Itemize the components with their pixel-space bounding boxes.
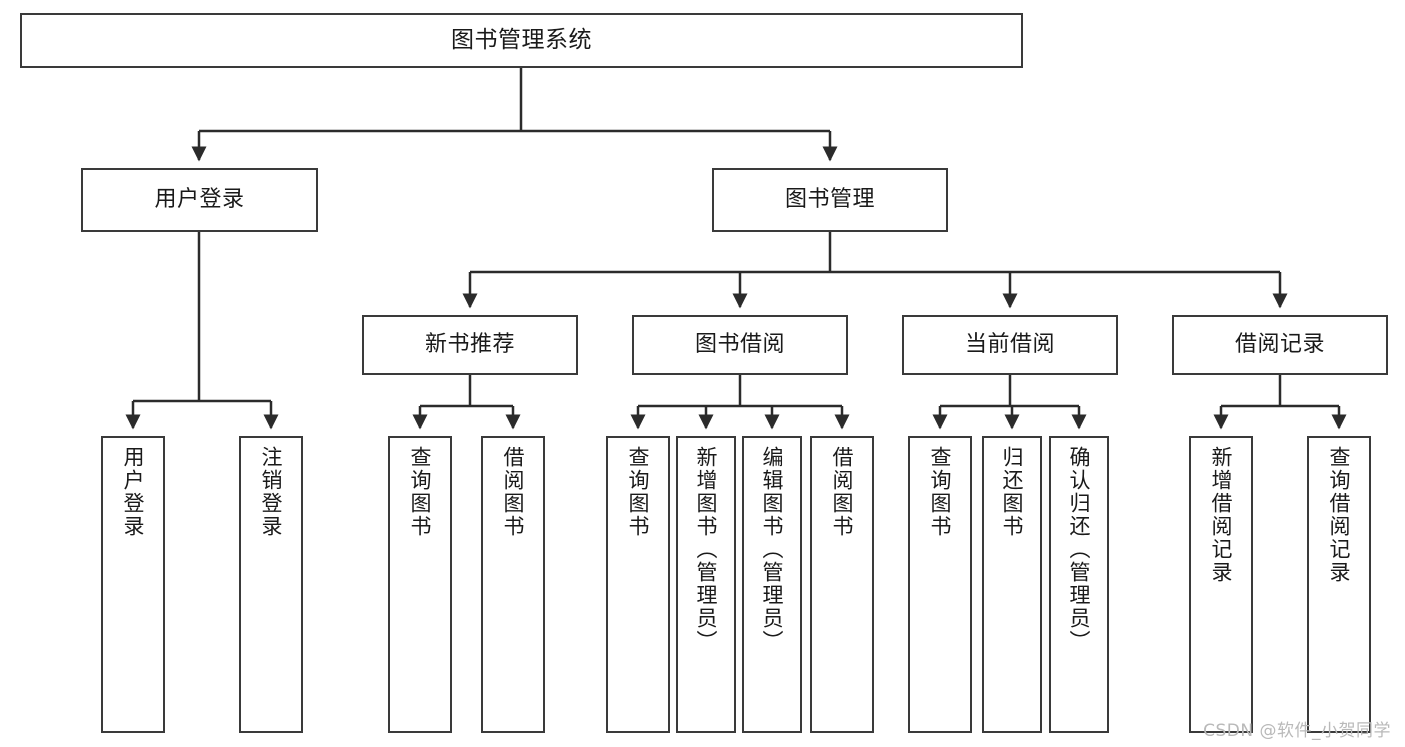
node-borrow-record[interactable]: 借阅记录 xyxy=(1172,315,1388,375)
leaf-add-book-admin-label: 新增图书（管理员） xyxy=(694,446,719,653)
node-root[interactable]: 图书管理系统 xyxy=(20,13,1023,68)
leaf-query-borrow-record-label: 查询借阅记录 xyxy=(1327,446,1352,584)
leaf-logout[interactable]: 注销登录 xyxy=(239,436,303,733)
node-book-manage[interactable]: 图书管理 xyxy=(712,168,948,232)
leaf-confirm-return-admin-label: 确认归还（管理员） xyxy=(1067,446,1092,653)
leaf-query-borrow-record[interactable]: 查询借阅记录 xyxy=(1307,436,1371,733)
leaf-edit-book-admin-label: 编辑图书（管理员） xyxy=(760,446,785,653)
leaf-add-borrow-record[interactable]: 新增借阅记录 xyxy=(1189,436,1253,733)
leaf-user-login[interactable]: 用户登录 xyxy=(101,436,165,733)
node-current-borrow-label: 当前借阅 xyxy=(964,332,1055,358)
leaf-add-book-admin[interactable]: 新增图书（管理员） xyxy=(676,436,736,733)
node-book-manage-label: 图书管理 xyxy=(784,187,875,213)
node-book-borrow-label: 图书借阅 xyxy=(694,332,785,358)
leaf-query-book-current[interactable]: 查询图书 xyxy=(908,436,972,733)
leaf-query-book-borrow[interactable]: 查询图书 xyxy=(606,436,670,733)
leaf-edit-book-admin[interactable]: 编辑图书（管理员） xyxy=(742,436,802,733)
node-user-login[interactable]: 用户登录 xyxy=(81,168,318,232)
leaf-query-book-current-label: 查询图书 xyxy=(928,446,953,538)
leaf-borrow-book-label: 借阅图书 xyxy=(830,446,855,538)
leaf-logout-label: 注销登录 xyxy=(259,446,284,538)
leaf-borrow-book[interactable]: 借阅图书 xyxy=(810,436,874,733)
leaf-query-book-newbook[interactable]: 查询图书 xyxy=(388,436,452,733)
node-root-label: 图书管理系统 xyxy=(451,26,592,53)
node-current-borrow[interactable]: 当前借阅 xyxy=(902,315,1118,375)
leaf-borrow-book-newbook[interactable]: 借阅图书 xyxy=(481,436,545,733)
leaf-user-login-label: 用户登录 xyxy=(121,446,146,538)
leaf-query-book-borrow-label: 查询图书 xyxy=(626,446,651,538)
leaf-borrow-book-newbook-label: 借阅图书 xyxy=(501,446,526,538)
leaf-return-book-label: 归还图书 xyxy=(1000,446,1025,538)
node-new-book-recommend[interactable]: 新书推荐 xyxy=(362,315,578,375)
leaf-query-book-newbook-label: 查询图书 xyxy=(408,446,433,538)
leaf-add-borrow-record-label: 新增借阅记录 xyxy=(1209,446,1234,584)
leaf-confirm-return-admin[interactable]: 确认归还（管理员） xyxy=(1049,436,1109,733)
node-book-borrow[interactable]: 图书借阅 xyxy=(632,315,848,375)
node-user-login-label: 用户登录 xyxy=(154,187,245,213)
node-new-book-recommend-label: 新书推荐 xyxy=(424,332,515,358)
leaf-return-book[interactable]: 归还图书 xyxy=(982,436,1042,733)
node-borrow-record-label: 借阅记录 xyxy=(1234,332,1325,358)
